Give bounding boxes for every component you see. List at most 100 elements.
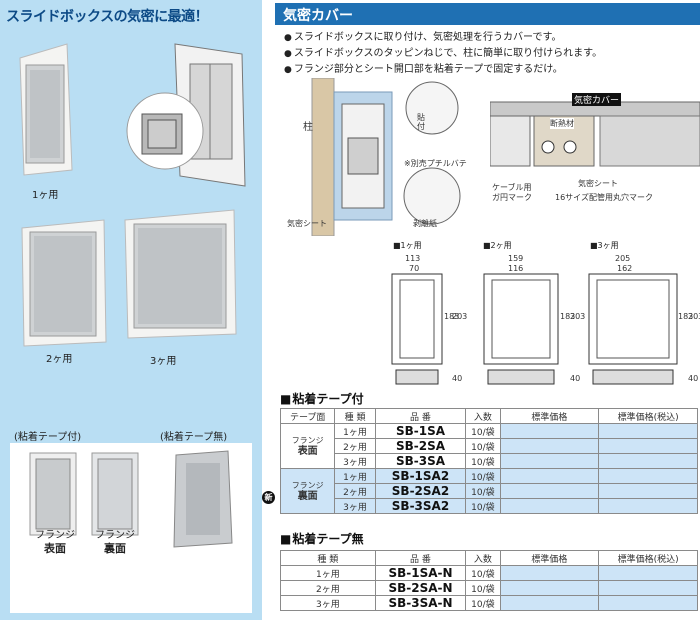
row-price [499, 423, 600, 439]
row-price [499, 595, 600, 611]
table-row: 3ヶ用 SB-3SA 10/袋 [281, 453, 698, 469]
flange-front-image [29, 452, 77, 536]
dim-one-label: ■1ヶ用 [393, 241, 422, 250]
pipe-mark-label: 16サイズ配管用丸穴マーク [555, 193, 653, 202]
box-cover-illustration [126, 43, 246, 187]
row-qty: 10/袋 [465, 580, 501, 596]
row-qty: 10/袋 [465, 438, 501, 454]
dim-one-d: 40 [452, 374, 463, 383]
row-type: 1ヶ用 [280, 565, 376, 581]
t2-h-qty: 入数 [465, 550, 501, 566]
row-price-tax [598, 453, 698, 469]
dim-three-h2: 203 [688, 312, 700, 321]
table2-header-row: 種 類 品 番 入数 標準価格 標準価格(税込) [280, 550, 698, 566]
diagram-cut: ※別売プチルバテ [404, 159, 467, 168]
t1-h-tape: テープ面 [279, 408, 336, 424]
table-row: 3ヶ用 SB-3SA2 10/袋 [281, 498, 698, 514]
t1-h-qty: 入数 [465, 408, 501, 424]
dim-one-h2: 203 [452, 312, 468, 321]
diagram-sheet: 気密シート [287, 219, 327, 228]
dim-one-h1: 183 [444, 312, 460, 321]
row-price-tax [598, 438, 698, 454]
t2-h-price: 標準価格 [499, 550, 600, 566]
t2-h-code: 品 番 [374, 550, 467, 566]
cable-label-1: ケーブル用 [492, 183, 532, 192]
cable-label-2: ガ円マーク [492, 193, 532, 202]
caption-one: 1ヶ用 [32, 190, 59, 201]
row-qty: 10/袋 [465, 423, 501, 439]
row-price-tax [598, 498, 698, 514]
row-qty: 10/袋 [465, 483, 501, 499]
row-price [499, 468, 600, 484]
row-price-tax [598, 565, 698, 581]
cover-2-image [21, 219, 107, 347]
row-qty: 10/袋 [465, 498, 501, 514]
row-type: 3ヶ用 [334, 453, 376, 469]
row-price-tax [598, 595, 698, 611]
new-badge: 新 [262, 491, 275, 504]
flange-back-image [91, 452, 139, 536]
row-code: SB-1SA2 [374, 468, 467, 484]
dim-three-h1: 183 [678, 312, 694, 321]
row-qty: 10/袋 [465, 595, 501, 611]
sheet-label-2: 気密シート [578, 179, 618, 188]
table2-title: 粘着テープ無 [280, 530, 363, 547]
dim-drawing-one [391, 273, 443, 385]
row-code: SB-2SA2 [374, 483, 467, 499]
dim-one-w1: 113 [405, 254, 421, 263]
t2-h-price-tax: 標準価格(税込) [598, 550, 698, 566]
t1-h-price: 標準価格 [499, 408, 600, 424]
cross-section-diagram [490, 101, 700, 167]
without-tape-label: (粘着テープ無) [160, 432, 228, 443]
caption-three: 3ヶ用 [150, 356, 177, 367]
group-front: フランジ 表面 [279, 423, 336, 469]
group-back: フランジ 裏面 [279, 468, 336, 514]
row-price [499, 453, 600, 469]
insulation-label: 断熱材 [550, 118, 574, 129]
no-tape-image [173, 450, 233, 548]
dim-two-h1: 183 [560, 312, 576, 321]
t2-h-type: 種 類 [280, 550, 376, 566]
section-header-title: 気密カバー [283, 8, 353, 24]
table1-title: 粘着テープ付 [280, 390, 363, 407]
diagram-paper: 剥離紙 [413, 219, 437, 228]
dim-one-w2: 70 [409, 264, 420, 273]
bullet-2: スライドボックスのタッピンねじで、柱に簡単に取り付けられます。 [284, 46, 602, 62]
dim-two-w1: 159 [508, 254, 524, 263]
row-price-tax [598, 468, 698, 484]
row-code: SB-3SA2 [374, 498, 467, 514]
table-row: 2ヶ用 SB-2SA-N 10/袋 [280, 580, 698, 596]
cover-1-image [19, 43, 73, 176]
table-row: フランジ 表面 1ヶ用 SB-1SA 10/袋 [279, 423, 698, 469]
table-without-tape: 種 類 品 番 入数 標準価格 標準価格(税込) 1ヶ用 SB-1SA-N 10… [280, 550, 698, 611]
t1-h-code: 品 番 [374, 408, 467, 424]
dim-two-w2: 116 [508, 264, 524, 273]
table-with-tape: テープ面 種 類 品 番 入数 標準価格 標準価格(税込) フランジ 表面 1ヶ… [279, 408, 698, 514]
dim-three-w2: 162 [617, 264, 633, 273]
table1-header-row: テープ面 種 類 品 番 入数 標準価格 標準価格(税込) [279, 408, 698, 424]
bullet-3: フランジ部分とシート開口部を粘着テープで固定するだけ。 [284, 62, 602, 78]
left-panel: スライドボックスの気密に最適！ 1ヶ用 2ヶ用 3ヶ用 (粘着テープ付) (粘着… [0, 0, 262, 620]
diagram-tsuke: 貼 付 [417, 113, 425, 131]
cover-3-image [124, 209, 237, 339]
dim-two-label: ■2ヶ用 [483, 241, 512, 250]
row-qty: 10/袋 [465, 468, 501, 484]
caption-two: 2ヶ用 [46, 354, 73, 365]
row-type: 2ヶ用 [334, 438, 376, 454]
installation-diagram [282, 78, 482, 236]
row-price-tax [598, 423, 698, 439]
row-price [499, 438, 600, 454]
row-code: SB-2SA-N [374, 580, 467, 596]
t1-h-price-tax: 標準価格(税込) [598, 408, 698, 424]
dim-three-label: ■3ヶ用 [590, 241, 619, 250]
flange-front-label: フランジ表面 [35, 530, 75, 555]
dim-drawing-three [588, 273, 678, 385]
row-type: 2ヶ用 [280, 580, 376, 596]
tape-examples-box: フランジ表面 フランジ裏面 [10, 443, 252, 613]
feature-bullets: スライドボックスに取り付け、気密処理を行うカバーです。 スライドボックスのタッピ… [284, 30, 602, 78]
with-tape-label: (粘着テープ付) [14, 432, 82, 443]
table-row: 3ヶ用 SB-3SA-N 10/袋 [280, 595, 698, 611]
t1-h-type: 種 類 [334, 408, 376, 424]
dim-two-d: 40 [570, 374, 581, 383]
row-type: 3ヶ用 [334, 498, 376, 514]
